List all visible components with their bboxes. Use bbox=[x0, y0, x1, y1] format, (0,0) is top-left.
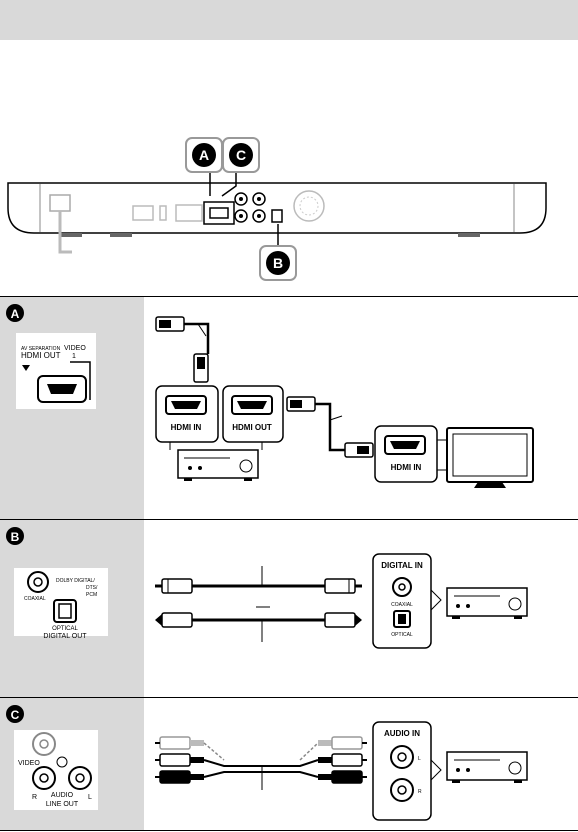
marker-a-side-label: A bbox=[11, 307, 20, 321]
jack-dolby-label: DOLBY DIGITAL/ bbox=[56, 578, 95, 584]
tv-icon bbox=[446, 427, 534, 488]
jack-av-sep-label: AV SEPARATION bbox=[21, 346, 61, 352]
marker-c-top: C bbox=[222, 137, 260, 173]
jack-coaxial-label: COAXIAL bbox=[24, 596, 46, 602]
usb-port-icon bbox=[159, 205, 167, 221]
hdmi-out-port-icon bbox=[203, 201, 235, 225]
marker-a-label: A bbox=[199, 147, 209, 163]
section-c-sidebar: C VIDEO R L AUDIO LINE OUT bbox=[6, 705, 98, 810]
amp-hdmi-in-label: HDMI IN bbox=[171, 423, 202, 432]
jack-video-num: 1 bbox=[72, 353, 76, 360]
lan-port-icon bbox=[132, 205, 154, 221]
amp-hdmi-in-box: HDMI IN bbox=[155, 385, 219, 443]
divider-c bbox=[0, 697, 578, 698]
audio-in-l-label: L bbox=[418, 756, 421, 762]
divider-end bbox=[0, 830, 578, 831]
marker-b-label: B bbox=[273, 255, 283, 271]
c-receiver-icon bbox=[446, 751, 528, 783]
player-rear-panel bbox=[7, 170, 547, 254]
c-jack-video-label: VIDEO bbox=[18, 760, 40, 767]
marker-c-label: C bbox=[236, 147, 246, 163]
section-a-diagram: HDMI IN HDMI OUT HDMI IN bbox=[155, 316, 534, 488]
audio-in-r-label: R bbox=[418, 789, 422, 795]
section-b-sidebar: B DOLBY DIGITAL/ DTS/ PCM COAXIAL OPTICA… bbox=[6, 527, 108, 640]
rca-plugs-left bbox=[155, 736, 204, 784]
c-jack-l-label: L bbox=[88, 794, 92, 801]
digital-in-title: DIGITAL IN bbox=[381, 561, 423, 570]
divider-b bbox=[0, 519, 578, 520]
audio-in-title: AUDIO IN bbox=[384, 729, 420, 738]
header-bar bbox=[0, 0, 578, 40]
marker-a-top: A bbox=[185, 137, 223, 173]
digital-in-optical-label: OPTICAL bbox=[391, 632, 413, 638]
b-receiver-icon bbox=[446, 587, 528, 619]
jack-video-label: VIDEO bbox=[64, 345, 86, 352]
jack-dts-label: DTS/ bbox=[86, 585, 98, 591]
audio-in-box: AUDIO IN L R bbox=[372, 721, 432, 821]
jack-digital-out-label: DIGITAL OUT bbox=[43, 633, 87, 640]
section-a-sidebar: A AV SEPARATION HDMI OUT VIDEO 1 bbox=[6, 304, 96, 409]
amp-hdmi-out-label: HDMI OUT bbox=[232, 423, 272, 432]
marker-b-side-label: B bbox=[11, 530, 20, 544]
section-c-diagram: AUDIO IN L R bbox=[155, 721, 528, 821]
jack-optical-label: OPTICAL bbox=[52, 626, 78, 632]
c-jack-audio-label: AUDIO bbox=[51, 792, 74, 799]
c-jack-line-out-label: LINE OUT bbox=[46, 801, 79, 808]
optical-jack-icon bbox=[271, 209, 283, 223]
marker-c-side-label: C bbox=[11, 708, 20, 722]
rca-plugs-right bbox=[318, 736, 367, 784]
section-b-diagram: DIGITAL IN COAXIAL OPTICAL bbox=[155, 553, 528, 649]
divider-a bbox=[0, 296, 578, 297]
fan-icon bbox=[293, 190, 325, 222]
digital-in-coaxial-label: COAXIAL bbox=[391, 602, 413, 608]
jack-pcm-label: PCM bbox=[86, 592, 97, 598]
tv-hdmi-in-label: HDMI IN bbox=[391, 463, 422, 472]
amp-hdmi-out-box: HDMI OUT bbox=[222, 385, 284, 443]
marker-b-bottom: B bbox=[259, 245, 297, 281]
digital-in-box: DIGITAL IN COAXIAL OPTICAL bbox=[372, 553, 432, 649]
av-receiver-icon bbox=[177, 449, 259, 481]
jack-hdmi-out-label: HDMI OUT bbox=[21, 351, 61, 360]
c-jack-r-label: R bbox=[32, 794, 37, 801]
tv-hdmi-in-box: HDMI IN bbox=[374, 425, 438, 483]
